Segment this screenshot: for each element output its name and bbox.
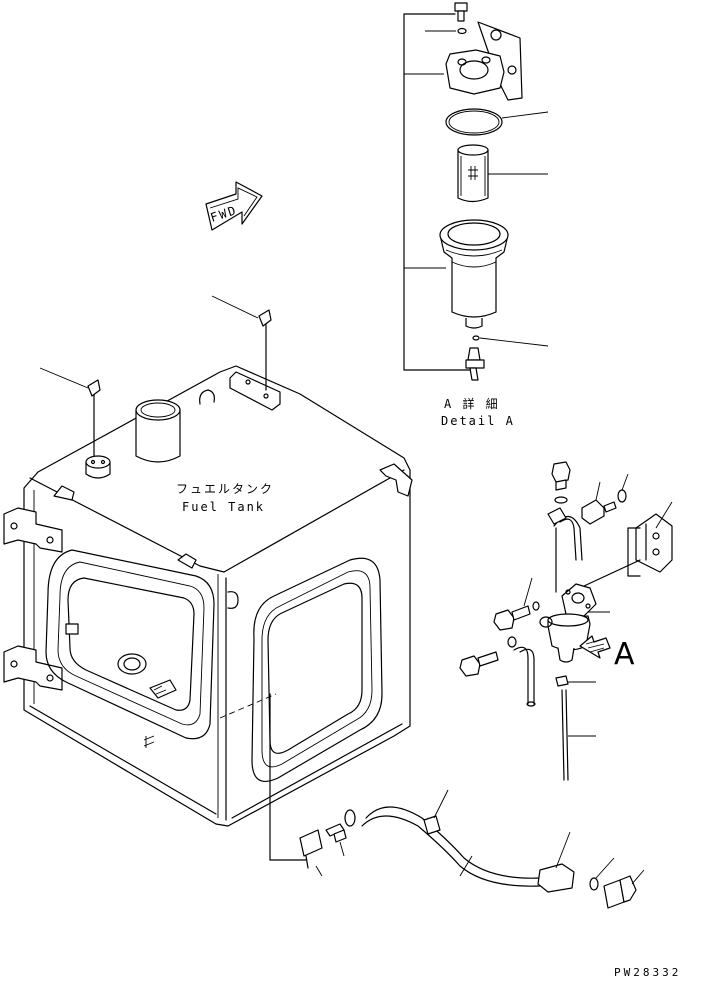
connector-line (583, 559, 641, 587)
filler-neck (135, 399, 181, 463)
detail-a-assembly: A 詳 細 Detail A (403, 2, 549, 428)
fuel-hose-upper (553, 515, 583, 561)
drain-washer (472, 335, 480, 341)
drain-fitting (555, 675, 569, 687)
corner-bracket (177, 553, 197, 569)
leader-line (339, 841, 345, 857)
bracket-leader-bracket (627, 527, 641, 577)
drain-tube (565, 689, 569, 781)
filter-element (457, 144, 489, 203)
fuel-hose-short (513, 646, 529, 705)
washer (507, 636, 517, 648)
mounting-bracket (635, 513, 673, 573)
drain-plug (465, 347, 485, 381)
o-ring (445, 108, 503, 136)
fuel-return-hose (299, 789, 645, 909)
small-bolt (325, 823, 347, 843)
o-ring-inner (448, 110, 500, 134)
washer (589, 877, 599, 891)
fuel-hose-short (519, 648, 535, 705)
corner-bracket (53, 485, 75, 501)
banjo-bolt (603, 875, 637, 909)
hex-bolt-left-lower (459, 651, 499, 677)
filter-bowl (439, 219, 509, 329)
hose-clamp (423, 815, 441, 835)
washer (457, 27, 467, 35)
fuel-hose-upper (559, 518, 577, 561)
fwd-arrow-icon: FWD (205, 181, 263, 231)
washer (344, 809, 356, 827)
bracket-bolt (581, 499, 617, 525)
hidden-line (219, 693, 277, 719)
hose-lower-edge (361, 815, 541, 887)
detail-bracket-line (403, 13, 475, 371)
fuel-tank: フュエルタンク Fuel Tank (3, 309, 413, 827)
leader-line (211, 295, 259, 319)
leader-line (459, 855, 473, 877)
fuel-filter-assembly: A (459, 461, 673, 781)
leader-line (595, 481, 601, 501)
detail-label-jp: A 詳 細 (444, 396, 500, 411)
leader-line (523, 577, 533, 607)
filter-head-bolt (454, 2, 468, 22)
hex-bolt-left-upper (493, 605, 531, 631)
washer (539, 616, 553, 628)
top-mount-strip (229, 309, 281, 411)
side-mount-bracket-lower (3, 645, 63, 691)
inspection-panel-side (251, 557, 383, 782)
view-arrow-icon (579, 635, 611, 659)
hose-route-bracket (269, 693, 307, 861)
leader-line (479, 337, 549, 347)
filter-head (445, 21, 523, 101)
leader-line (315, 865, 323, 877)
tank-hook (199, 389, 215, 405)
hose-upper-edge (365, 806, 541, 879)
tank-label-jp: フュエルタンク (176, 482, 274, 496)
view-letter-a: A (614, 637, 635, 672)
sensor-boss-left (85, 379, 111, 479)
filter-head-lower (561, 583, 597, 617)
hose-end-fitting (537, 863, 575, 893)
drawing-code: PW28332 (614, 966, 681, 979)
washer (617, 489, 627, 503)
washer (554, 496, 568, 504)
leader-line (655, 501, 673, 529)
leader-line (433, 789, 449, 819)
tank-label-en: Fuel Tank (182, 500, 265, 514)
leader-line (501, 111, 549, 119)
leader-line (631, 869, 645, 885)
drain-tube (561, 689, 565, 781)
inspection-panel-front (45, 549, 215, 748)
leader-line (621, 473, 629, 491)
detail-label-en: Detail A (441, 414, 515, 428)
leader-line (39, 367, 89, 389)
filter-bowl-lower (547, 613, 591, 663)
leader-line (555, 831, 571, 869)
leader-line (595, 857, 615, 879)
side-mount-bracket-upper (3, 507, 63, 553)
side-boss (227, 591, 239, 609)
hex-bolt-top (551, 461, 571, 491)
tank-connector (299, 829, 323, 869)
sender-unit (117, 653, 147, 675)
corner-bracket (379, 463, 413, 497)
washer (532, 601, 540, 611)
